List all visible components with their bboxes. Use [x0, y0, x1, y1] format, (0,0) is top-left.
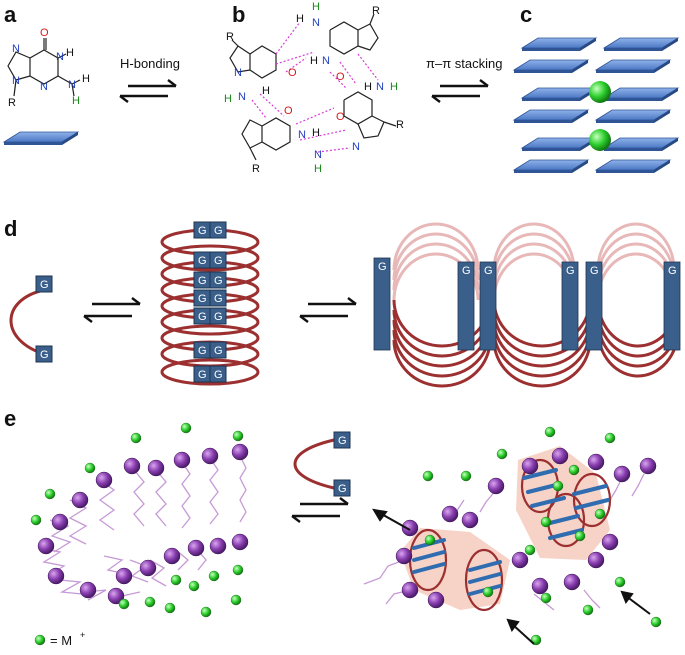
- panel-label-d: d: [4, 216, 17, 241]
- atom-o: O: [288, 67, 297, 79]
- panel-label-c: c: [520, 2, 532, 27]
- g-quartet-structure: R N O H H N H N H R N O H N H H O N R O …: [224, 1, 404, 175]
- oligo-strand: G G: [9, 275, 53, 363]
- g-unit-label: G: [462, 265, 471, 277]
- g-unit-label: G: [198, 311, 207, 323]
- guanine-plate: [3, 131, 79, 146]
- legend-label: = M: [50, 633, 72, 648]
- panel-label-a: a: [4, 2, 17, 27]
- atom-n: N: [322, 55, 330, 67]
- atom-h: H: [310, 55, 318, 67]
- cation: [589, 81, 611, 103]
- g-unit-label: G: [214, 275, 223, 287]
- legend-superscript: +: [80, 630, 85, 640]
- atom-h: H: [296, 13, 304, 25]
- g-unit-label: G: [378, 261, 387, 273]
- atom-o: O: [40, 27, 49, 39]
- atom-n: N: [312, 17, 320, 29]
- atom-h: H: [312, 1, 320, 13]
- lipid-sheet: [37, 443, 249, 605]
- g-unit-label: G: [198, 275, 207, 287]
- atom-n: N: [12, 75, 20, 87]
- stacking-label: π–π stacking: [426, 56, 502, 71]
- atom-o: O: [336, 111, 345, 123]
- atom-o: O: [336, 71, 345, 83]
- legend: = M +: [34, 630, 85, 648]
- g-unit-label: G: [198, 225, 207, 237]
- equilibrium-arrows: [291, 497, 349, 523]
- atom-n: N: [68, 79, 76, 91]
- g-unit-label: G: [214, 255, 223, 267]
- g-unit-label: G: [198, 255, 207, 267]
- equilibrium-arrows: [83, 297, 141, 323]
- panel-label-b: b: [232, 2, 245, 27]
- g-unit-label: G: [338, 483, 347, 495]
- equilibrium-arrows: [119, 79, 177, 103]
- g-unit-label: G: [590, 265, 599, 277]
- panel-label-e: e: [4, 406, 16, 431]
- stacked-quartets: [513, 37, 679, 174]
- atom-o: O: [284, 105, 293, 117]
- atom-h: H: [390, 81, 398, 93]
- g-unit-label: G: [214, 225, 223, 237]
- atom-r: R: [372, 5, 380, 17]
- g-unit-label: G: [566, 265, 575, 277]
- hbonding-label: H-bonding: [120, 56, 180, 71]
- equilibrium-arrows: [431, 79, 489, 103]
- atom-n: N: [298, 129, 306, 141]
- atom-n: N: [56, 51, 64, 63]
- atom-h: H: [224, 93, 232, 105]
- atom-r: R: [252, 163, 260, 175]
- equilibrium-arrows: [299, 297, 357, 323]
- g-unit-label: G: [198, 369, 207, 381]
- atom-n: N: [238, 91, 246, 103]
- atom-r: R: [8, 97, 16, 109]
- atom-h: H: [72, 95, 80, 107]
- oligo-strand: G G: [293, 431, 351, 497]
- guanine-structure: O N H N N N N H H R: [7, 27, 90, 109]
- atom-r: R: [226, 31, 234, 43]
- atom-n: N: [314, 149, 322, 161]
- cation-flow-arrows: [372, 508, 651, 645]
- atom-n: N: [376, 81, 384, 93]
- cation: [589, 129, 611, 151]
- atom-h: H: [82, 73, 90, 85]
- legend-cation-icon: [34, 634, 46, 646]
- atom-h: H: [66, 47, 74, 59]
- g-unit-label: G: [668, 265, 677, 277]
- g-unit-label: G: [198, 345, 207, 357]
- atom-n: N: [234, 67, 242, 79]
- g-tetrad-column: G G G G G G G G G G G G G G: [193, 221, 227, 383]
- g-unit-label: G: [214, 345, 223, 357]
- atom-h: H: [262, 85, 270, 97]
- atom-h: H: [364, 81, 372, 93]
- g-unit-label: G: [214, 293, 223, 305]
- g-unit-label: G: [40, 279, 49, 291]
- extended-assembly: G G G G G G: [373, 222, 681, 388]
- atom-r: R: [396, 119, 404, 131]
- g-unit-label: G: [338, 435, 347, 447]
- atom-h: H: [314, 163, 322, 175]
- g-unit-label: G: [198, 293, 207, 305]
- g-unit-label: G: [214, 369, 223, 381]
- atom-h: H: [312, 127, 320, 139]
- atom-n: N: [352, 141, 360, 153]
- g-unit-label: G: [484, 265, 493, 277]
- g-unit-label: G: [214, 311, 223, 323]
- atom-n: N: [40, 81, 48, 93]
- atom-n: N: [12, 43, 20, 55]
- g-unit-label: G: [40, 349, 49, 361]
